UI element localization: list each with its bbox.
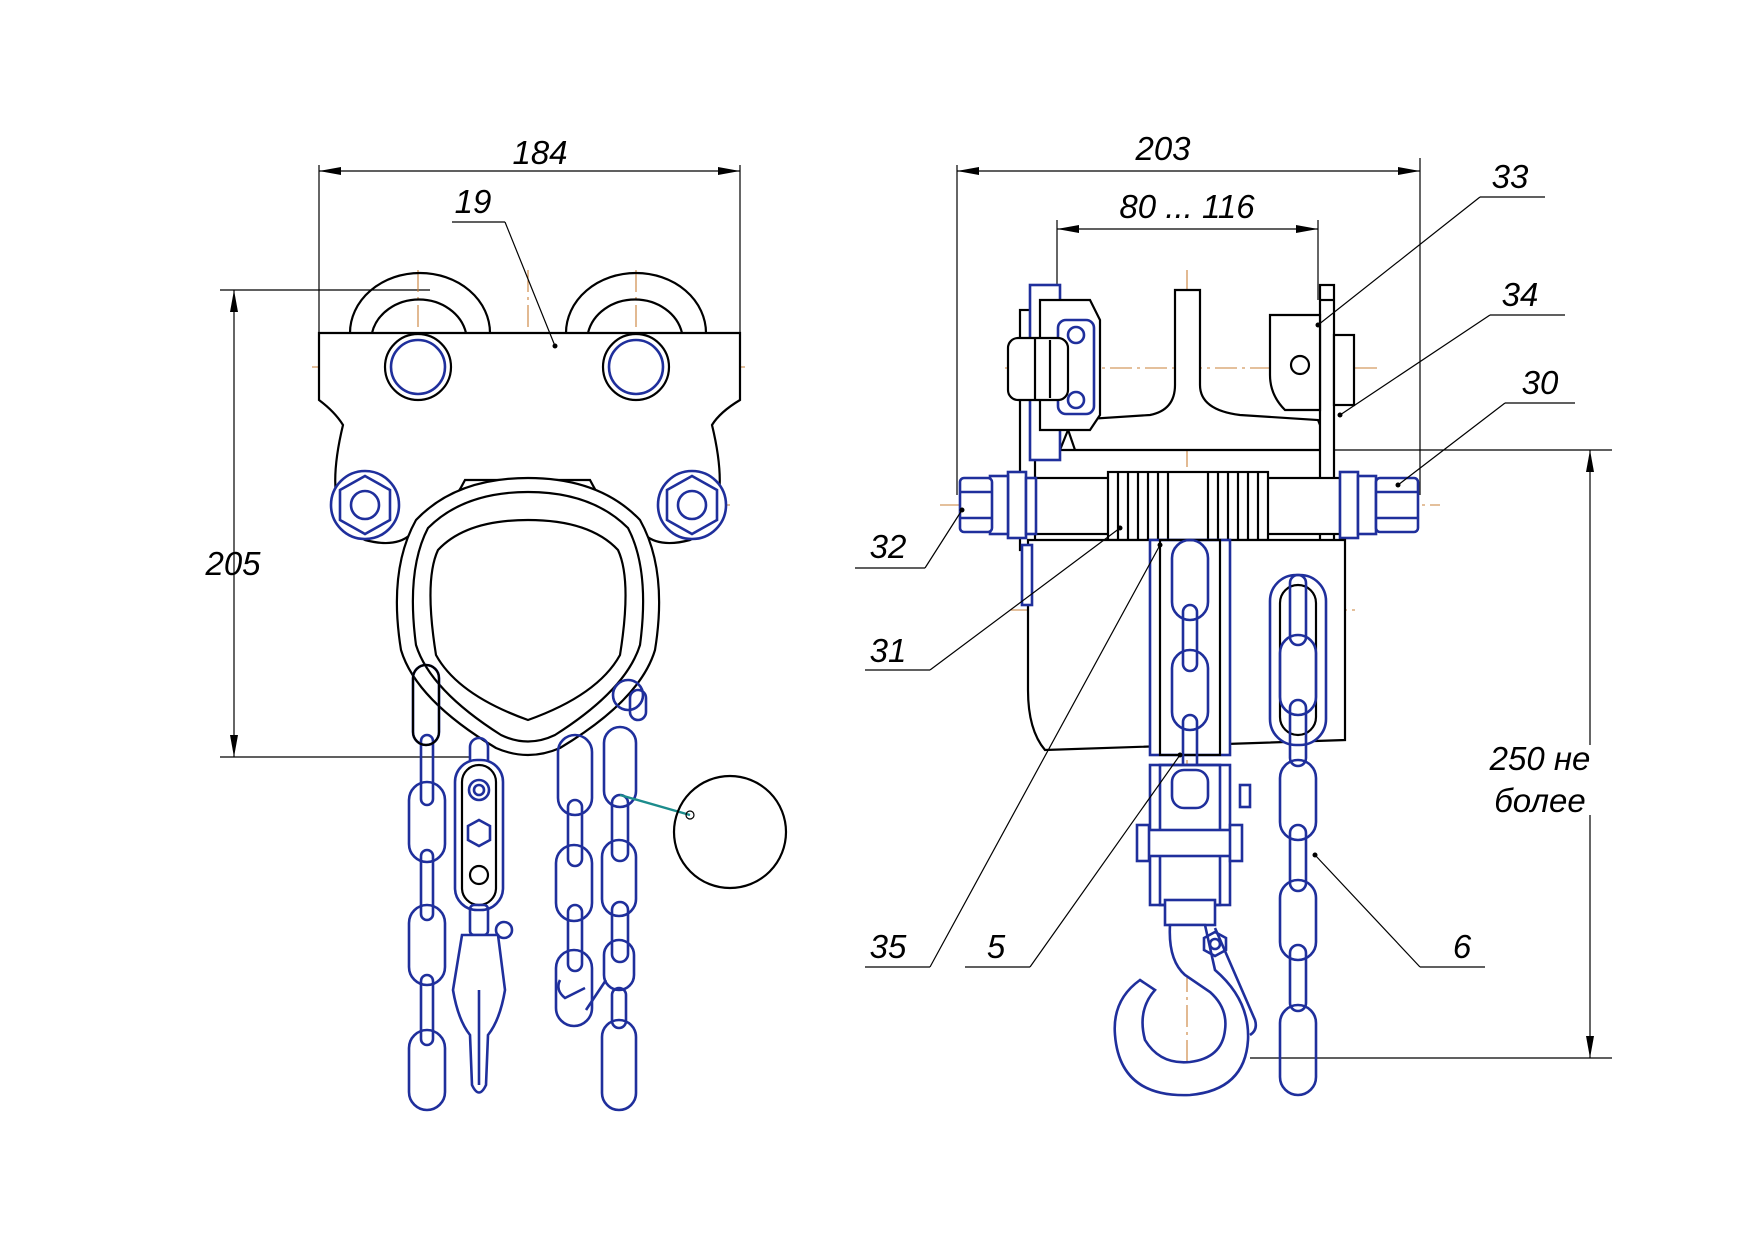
label-35: 35 bbox=[865, 542, 1163, 968]
label-30-text: 30 bbox=[1522, 364, 1559, 401]
dimension-250-text-1: 250 не bbox=[1489, 740, 1591, 777]
label-32-text: 32 bbox=[870, 528, 907, 565]
hoist-housing bbox=[395, 476, 661, 757]
dimension-203: 203 bbox=[956, 130, 1421, 495]
bolt-left bbox=[329, 469, 401, 541]
dimension-80-116-text: 80 ... 116 bbox=[1119, 188, 1255, 225]
hand-chain-left bbox=[407, 663, 447, 1112]
hoist-housing-side bbox=[1020, 538, 1347, 757]
dimension-184: 184 bbox=[318, 134, 741, 340]
label-5: 5 bbox=[965, 752, 1183, 968]
label-35-text: 35 bbox=[870, 928, 907, 965]
dimension-250: 250 не более bbox=[1220, 449, 1612, 1059]
label-33: 33 bbox=[1315, 158, 1545, 328]
label-31: 31 bbox=[865, 525, 1123, 671]
label-34: 34 bbox=[1337, 276, 1565, 418]
label-31-text: 31 bbox=[870, 632, 907, 669]
dimension-80-116: 80 ... 116 bbox=[1056, 188, 1319, 300]
side-view: 203 80 ... 116 250 не более bbox=[855, 130, 1612, 1097]
label-34-text: 34 bbox=[1502, 276, 1539, 313]
load-chain-side bbox=[1170, 538, 1210, 783]
dimension-205-text: 205 bbox=[204, 545, 261, 582]
bolt-right bbox=[656, 469, 728, 541]
label-30: 30 bbox=[1395, 364, 1575, 488]
label-5-text: 5 bbox=[987, 928, 1006, 965]
label-6: 6 bbox=[1312, 852, 1485, 968]
front-view: 184 205 bbox=[204, 134, 788, 1112]
label-19-text: 19 bbox=[455, 183, 492, 220]
label-33-text: 33 bbox=[1492, 158, 1529, 195]
hand-chain-right bbox=[554, 678, 648, 1112]
dimension-203-text: 203 bbox=[1134, 130, 1191, 167]
label-32: 32 bbox=[855, 507, 965, 569]
bottom-block-side bbox=[1113, 763, 1258, 1097]
dimension-205: 205 bbox=[204, 289, 470, 758]
label-6-text: 6 bbox=[1453, 928, 1472, 965]
label-19: 19 bbox=[452, 183, 558, 349]
dimension-250-text-2: более bbox=[1494, 782, 1586, 819]
hand-chain-side bbox=[1278, 573, 1318, 1097]
dimension-184-text: 184 bbox=[512, 134, 567, 171]
axle-assembly bbox=[958, 470, 1420, 542]
load-block-front bbox=[451, 736, 514, 1094]
